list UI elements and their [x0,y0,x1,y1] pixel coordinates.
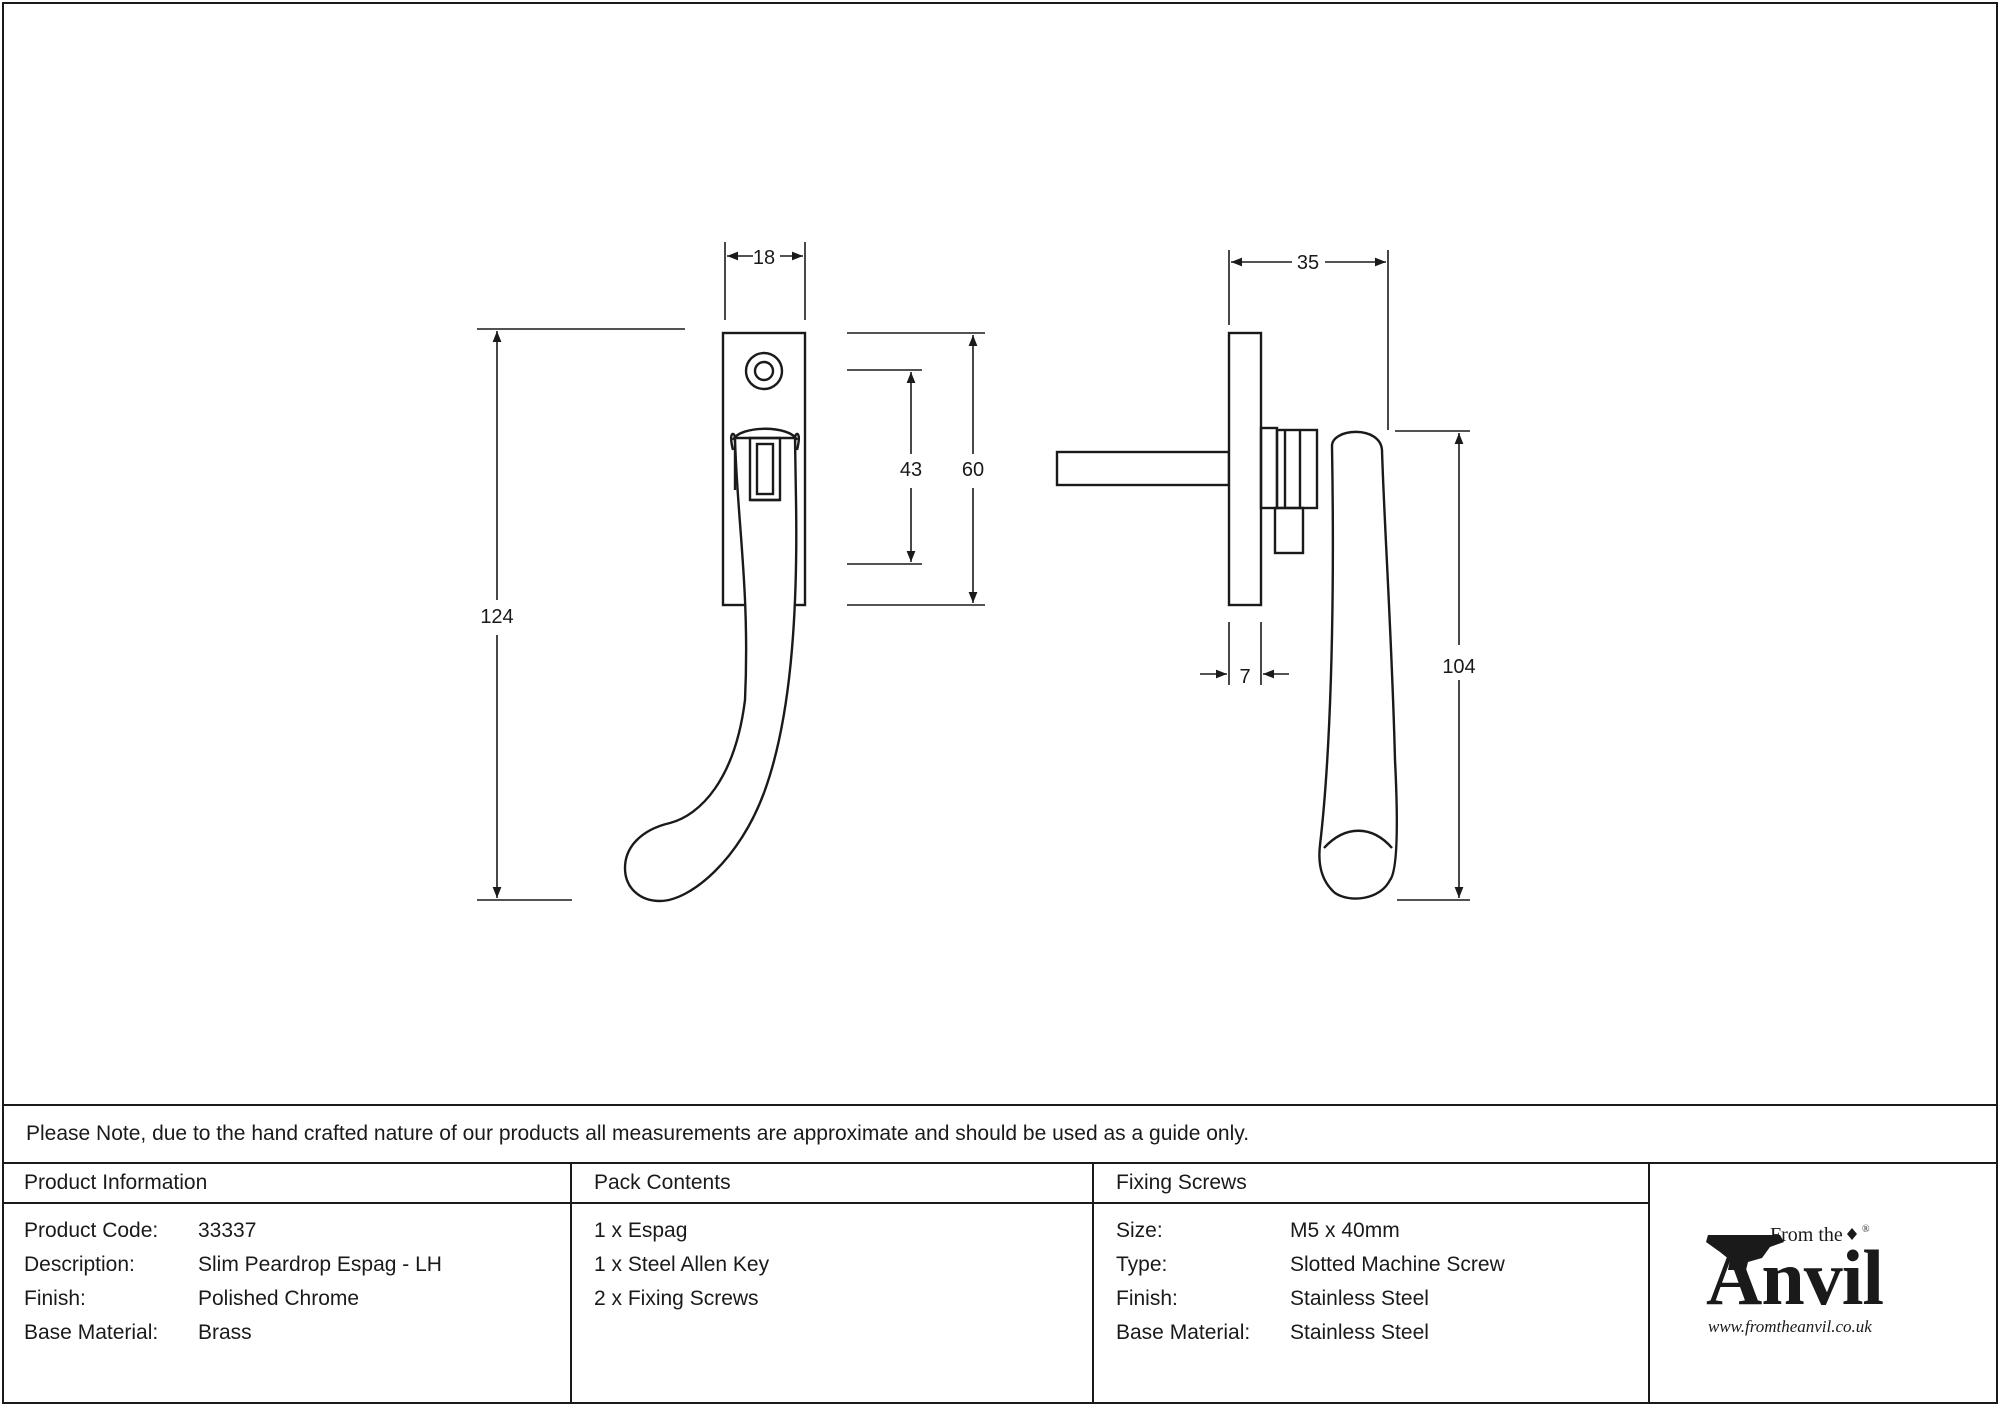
row-value: Slim Peardrop Espag - LH [198,1253,442,1276]
side-handle [1318,430,1399,900]
row-label: Size: [1116,1219,1163,1242]
dim-plate-width: 18 [753,247,775,269]
row-value: Brass [198,1321,252,1344]
dim-plate-depth: 7 [1239,666,1250,688]
fixing-screws-row: Type: Slotted Machine Screw [1116,1253,1638,1287]
fixing-hole-inner [753,360,775,382]
pack-item-text: 1 x Steel Allen Key [594,1253,770,1276]
fixing-screws-rows: Size: M5 x 40mm Type: Slotted Machine Scre… [1116,1219,1638,1355]
dim-overall-height: 124 [480,606,513,628]
technical-drawing: 18 124 43 60 35 7 10 [477,242,1476,903]
pack-item: 1 x Steel Allen Key [594,1253,1082,1287]
logo-brand: Anvil [1706,1234,1883,1321]
row-value: 33337 [198,1219,257,1242]
column-divider [1648,1162,1650,1404]
logo-url: www.fromtheanvil.co.uk [1708,1317,1872,1336]
pack-contents-header: Pack Contents [572,1162,1092,1204]
side-boss [1275,428,1319,510]
side-backplate [1227,331,1263,607]
row-label: Product Code: [24,1219,159,1242]
pack-item: 2 x Fixing Screws [594,1287,1082,1321]
front-view [623,331,807,903]
row-label: Base Material: [24,1321,159,1344]
from-the-anvil-logo: From the ® Anvil www.fromtheanvil.co.uk [1650,1162,1998,1404]
product-info-rows: Product Code: 33337 Description: Slim Pear… [24,1219,560,1355]
column-divider [1092,1162,1094,1404]
row-label: Description: [24,1253,135,1276]
product-info-row: Finish: Polished Chrome [24,1287,560,1321]
peardrop-handle [623,436,798,903]
dim-handle-length: 104 [1442,656,1475,678]
info-table: Product Information Product Code: 33337 D… [2,1162,1998,1404]
pack-item-text: 1 x Espag [594,1219,688,1242]
note-text: Please Note, due to the hand crafted nat… [26,1122,1250,1145]
diamond-icon [1847,1228,1857,1240]
fixing-screws-row: Size: M5 x 40mm [1116,1219,1638,1253]
row-label: Type: [1116,1253,1168,1276]
anvil-icon [1706,1235,1784,1270]
row-label: Finish: [24,1287,86,1310]
dim-plate-height: 60 [962,459,984,481]
row-value: Stainless Steel [1290,1287,1429,1310]
fixing-screws-row: Finish: Stainless Steel [1116,1287,1638,1321]
product-info-heading: Product Information [24,1171,208,1194]
dim-projection: 35 [1297,252,1319,274]
logo-from-the: From the [1770,1224,1843,1246]
measurement-note: Please Note, due to the hand crafted nat… [2,1104,1998,1164]
pack-item-text: 2 x Fixing Screws [594,1287,759,1310]
espag-spindle [1055,450,1231,487]
product-info-row: Description: Slim Peardrop Espag - LH [24,1253,560,1287]
product-info-row: Base Material: Brass [24,1321,560,1355]
handle-end-curve [1323,829,1393,849]
product-info-section: Product Information Product Code: 33337 D… [2,1162,570,1404]
dim-inner-height: 43 [900,459,922,481]
row-value: Slotted Machine Screw [1290,1253,1505,1276]
product-info-header: Product Information [2,1162,570,1204]
row-value: Stainless Steel [1290,1321,1429,1344]
fixing-screws-heading: Fixing Screws [1116,1171,1247,1194]
fixing-screws-header: Fixing Screws [1094,1162,1648,1204]
fixing-hole-outer [744,351,784,391]
side-view [1055,331,1399,900]
pack-contents-heading: Pack Contents [594,1171,731,1194]
fixing-screws-section: Fixing Screws Size: M5 x 40mm Type: Slotte… [1094,1162,1648,1404]
pack-item: 1 x Espag [594,1219,1082,1253]
side-stop [1273,506,1305,555]
handle-slot-inner [755,442,775,496]
row-value: Polished Chrome [198,1287,360,1310]
pack-contents-rows: 1 x Espag 1 x Steel Allen Key 2 x Fixing… [594,1219,1082,1321]
logo-registered: ® [1862,1224,1870,1235]
product-info-row: Product Code: 33337 [24,1219,560,1253]
fixing-screws-row: Base Material: Stainless Steel [1116,1321,1638,1355]
pack-contents-section: Pack Contents 1 x Espag 1 x Steel Allen … [572,1162,1092,1404]
row-label: Finish: [1116,1287,1178,1310]
boss-top [731,427,799,441]
side-collar [1259,426,1279,510]
row-label: Base Material: [1116,1321,1251,1344]
row-value: M5 x 40mm [1290,1219,1400,1242]
column-divider [570,1162,572,1404]
